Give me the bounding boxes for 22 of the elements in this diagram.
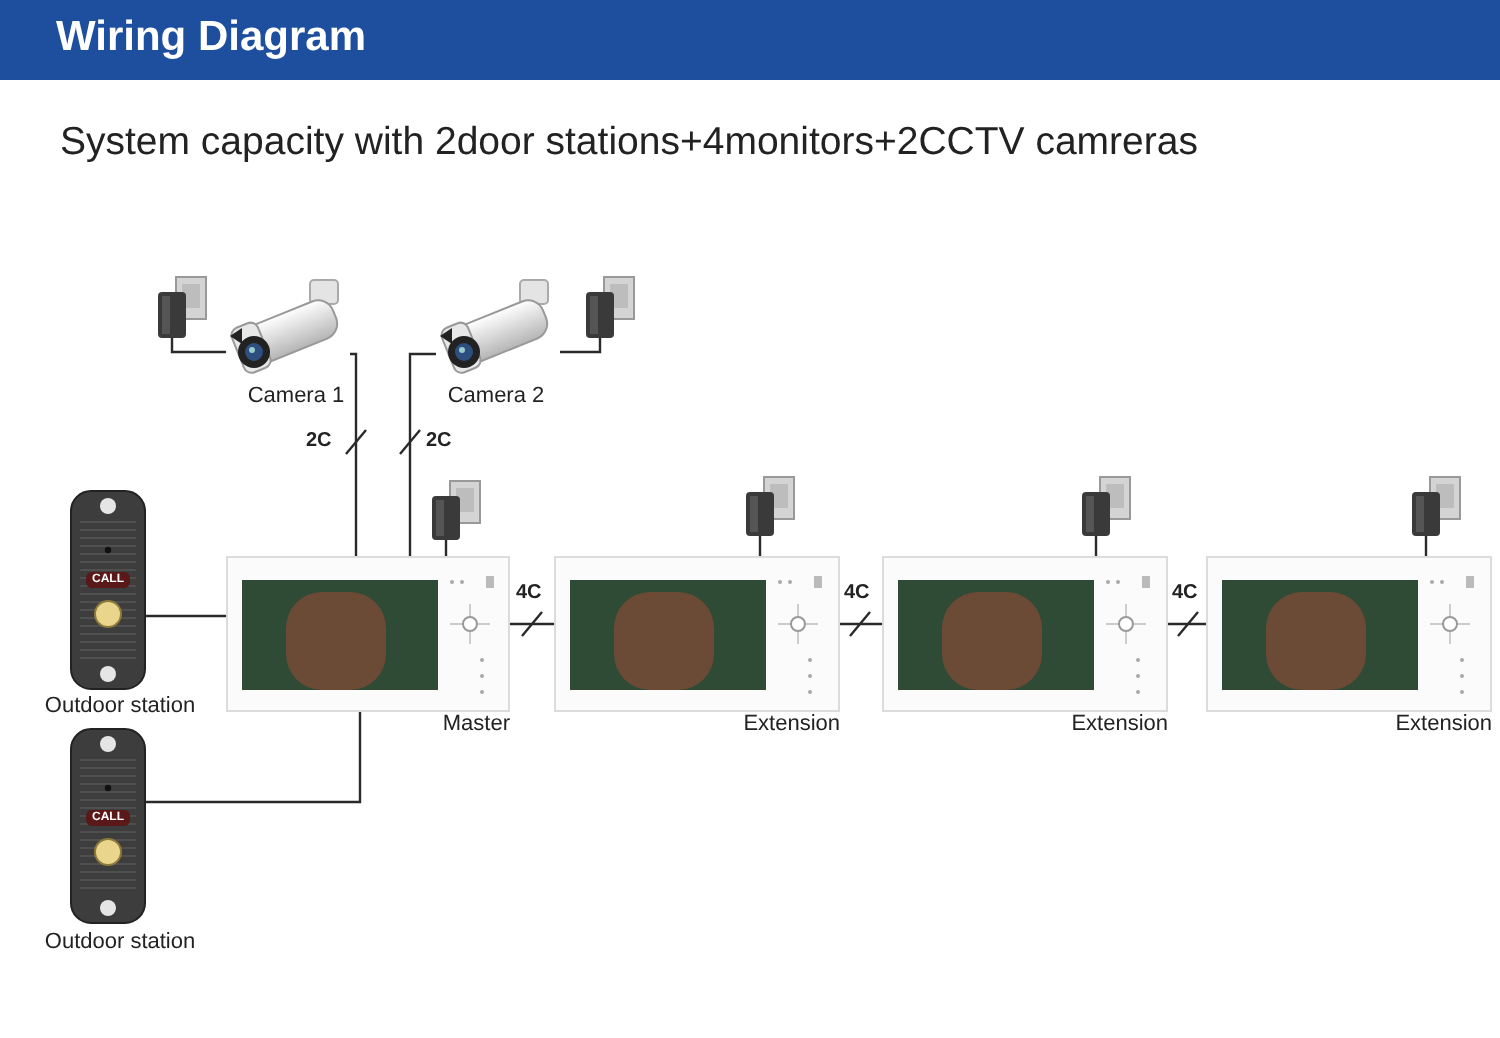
cable-line bbox=[1168, 611, 1206, 637]
device-label: Master bbox=[440, 710, 510, 738]
cable-line bbox=[170, 338, 226, 354]
cable-line bbox=[1094, 536, 1098, 556]
subtitle: System capacity with 2door stations+4monitors+2CCTV camreras bbox=[60, 120, 1198, 166]
cable-line bbox=[146, 614, 226, 618]
device-label: Camera 2 bbox=[445, 382, 547, 410]
cable-line bbox=[399, 352, 436, 556]
device-label: Outdoor station bbox=[42, 928, 198, 956]
cable-line bbox=[758, 536, 762, 556]
device-label: Camera 1 bbox=[245, 382, 347, 410]
device-label: Extension bbox=[1069, 710, 1168, 738]
cable-line bbox=[345, 352, 367, 556]
cable-line bbox=[1424, 536, 1428, 556]
device-label: Extension bbox=[1393, 710, 1492, 738]
cable-line bbox=[510, 611, 554, 637]
cable-line bbox=[840, 611, 882, 637]
cable-line bbox=[560, 338, 602, 354]
device-label: Outdoor station bbox=[42, 692, 198, 720]
cable-line bbox=[146, 712, 362, 804]
title: Wiring Diagram bbox=[56, 14, 366, 62]
device-label: Extension bbox=[741, 710, 840, 738]
